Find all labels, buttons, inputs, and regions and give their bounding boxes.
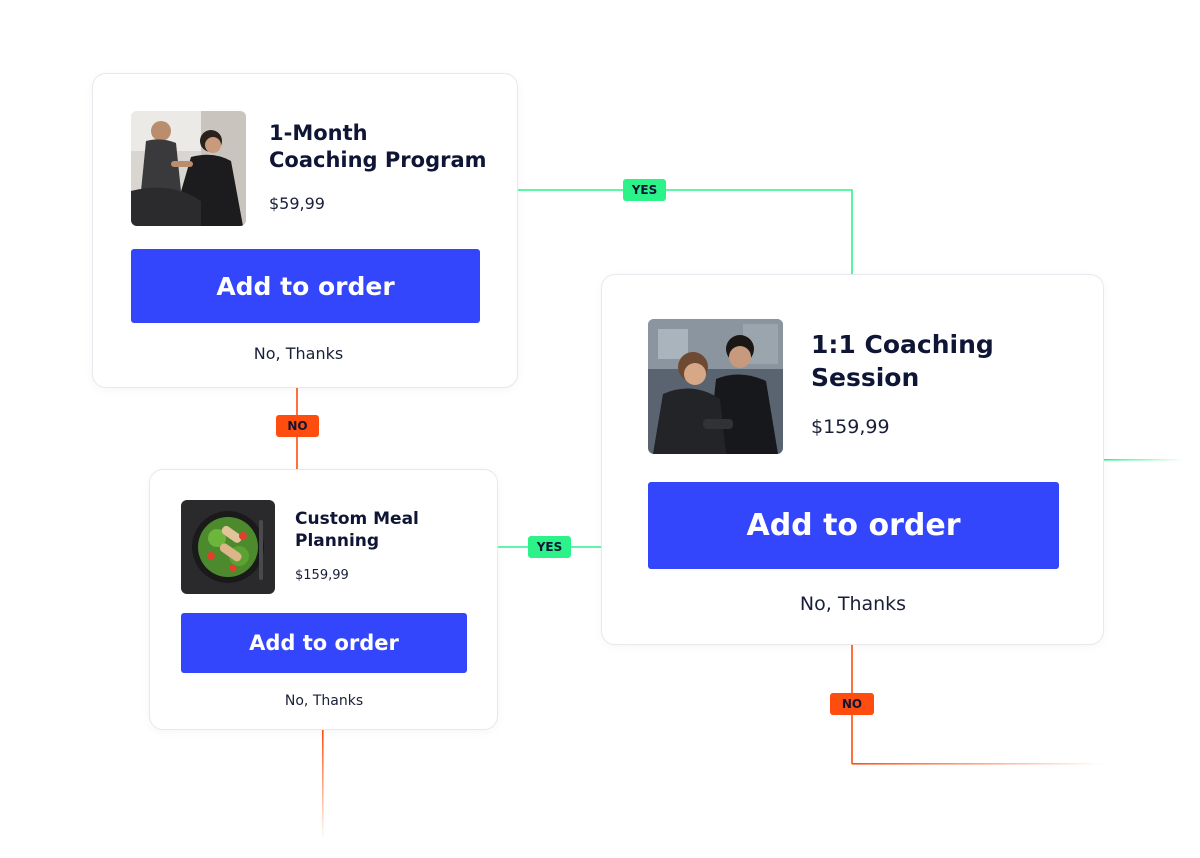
offer-title: 1-Month Coaching Program (269, 121, 487, 173)
offer-price: $59,99 (269, 194, 325, 213)
no-thanks-link[interactable]: No, Thanks (284, 693, 364, 709)
offer-price: $159,99 (295, 568, 349, 583)
offer-card-1-month-coaching: 1-Month Coaching Program $59,99 Add to o… (92, 73, 518, 388)
yes-connector-1 (518, 189, 853, 274)
offer-price: $159,99 (811, 416, 890, 438)
no-thanks-link[interactable]: No, Thanks (253, 344, 344, 363)
no-badge: NO (830, 693, 874, 715)
offer-title: Custom Meal Planning (295, 509, 419, 552)
gym-photo (648, 319, 783, 454)
yes-badge: YES (528, 536, 571, 558)
offer-title: 1:1 Coaching Session (811, 330, 994, 392)
no-badge: NO (276, 415, 319, 437)
no-thanks-link[interactable]: No, Thanks (799, 593, 907, 615)
offer-card-custom-meal-planning: Custom Meal Planning $159,99 Add to orde… (149, 469, 498, 730)
no-connector-2-horizontal (852, 763, 1104, 765)
card2-outgoing-connector (1104, 459, 1184, 461)
salad-photo (181, 500, 275, 594)
add-to-order-button[interactable]: Add to order (181, 613, 467, 673)
add-to-order-button[interactable]: Add to order (131, 249, 480, 323)
card3-outgoing-connector (322, 730, 324, 840)
coaching-photo (131, 111, 246, 226)
add-to-order-button[interactable]: Add to order (648, 482, 1059, 569)
yes-badge: YES (623, 179, 666, 201)
offer-card-1-1-coaching-session: 1:1 Coaching Session $159,99 Add to orde… (601, 274, 1104, 645)
